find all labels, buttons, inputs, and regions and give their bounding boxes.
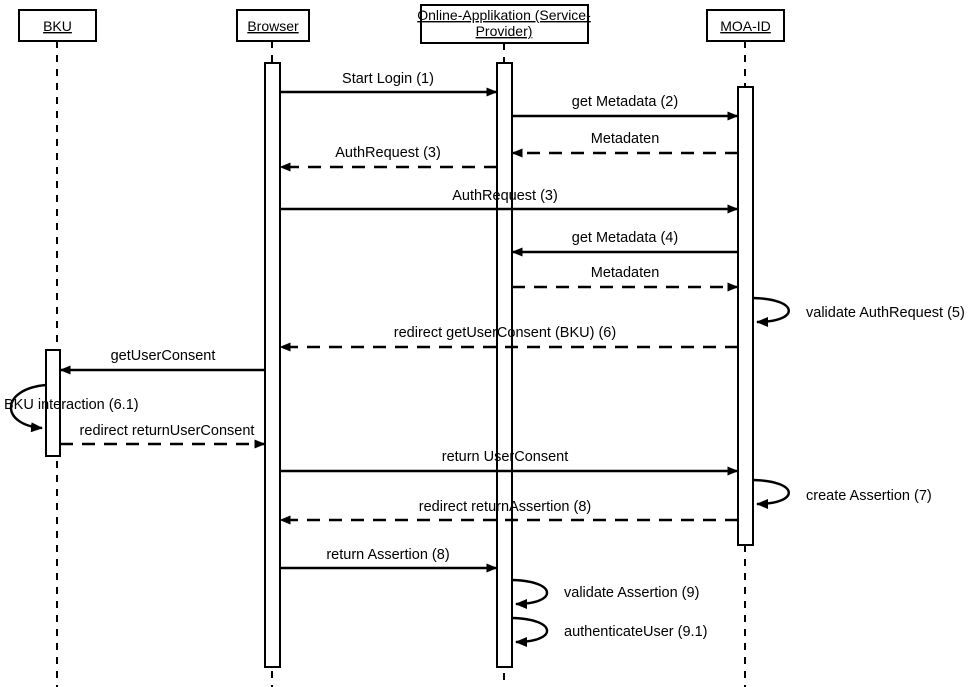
lifeline-label-browser: Browser	[247, 18, 299, 34]
lifeline-box-browser	[236, 9, 310, 42]
lifeline-header-bku[interactable]: BKU	[18, 9, 97, 42]
message-arrow-bku-interaction	[9, 383, 47, 433]
message-bku-interaction[interactable]: BKU interaction (6.1)	[4, 383, 139, 433]
activation-bar-browser	[264, 62, 281, 668]
lifeline-label-bku: BKU	[43, 18, 72, 34]
message-label-start-login: Start Login (1)	[342, 71, 434, 87]
message-start-login[interactable]: Start Login (1)	[280, 71, 498, 97]
message-authenticate-user[interactable]: authenticateUser (9.1)	[511, 616, 707, 647]
message-label-metadaten-1: Metadaten	[591, 131, 660, 147]
lifeline-label-sp-line1: Online-Applikation (Service-	[417, 7, 591, 23]
message-validate-authrequest[interactable]: validate AuthRequest (5)	[752, 296, 965, 327]
message-label-authrequest-3b: AuthRequest (3)	[452, 188, 558, 204]
message-redirect-returnuserconsent[interactable]: redirect returnUserConsent	[60, 423, 266, 449]
message-authrequest-3a[interactable]: AuthRequest (3)	[279, 145, 497, 172]
message-label-redirect-getuserconsent: redirect getUserConsent (BKU) (6)	[394, 325, 616, 341]
message-getuserconsent[interactable]: getUserConsent	[59, 348, 265, 375]
lifeline-box-sp	[420, 4, 589, 44]
message-label-getuserconsent: getUserConsent	[111, 348, 216, 364]
activation-bar-moaid	[737, 86, 754, 546]
message-return-userconsent[interactable]: return UserConsent	[280, 449, 739, 476]
lifeline-label-sp-line2: Provider)	[476, 23, 533, 39]
message-label-get-metadata-2: get Metadata (2)	[572, 94, 678, 110]
lifeline-header-browser[interactable]: Browser	[236, 9, 310, 42]
message-label-validate-assertion: validate Assertion (9)	[564, 585, 699, 601]
message-redirect-getuserconsent[interactable]: redirect getUserConsent (BKU) (6)	[279, 325, 738, 352]
message-validate-assertion[interactable]: validate Assertion (9)	[511, 578, 699, 609]
lifeline-box-moaid	[706, 9, 785, 42]
message-arrow-validate-assertion	[511, 578, 549, 609]
message-get-metadata-2[interactable]: get Metadata (2)	[512, 94, 739, 121]
message-label-redirect-returnassertion: redirect returnAssertion (8)	[419, 499, 591, 515]
message-authrequest-3b[interactable]: AuthRequest (3)	[280, 188, 739, 214]
lifeline-header-moaid[interactable]: MOA-ID	[706, 9, 785, 42]
message-label-validate-authrequest: validate AuthRequest (5)	[806, 305, 965, 321]
message-label-create-assertion: create Assertion (7)	[806, 488, 932, 504]
message-label-redirect-returnuserconsent: redirect returnUserConsent	[80, 423, 255, 439]
message-return-assertion[interactable]: return Assertion (8)	[280, 547, 498, 573]
message-metadaten-1[interactable]: Metadaten	[511, 131, 738, 158]
activation-bar-sp	[496, 62, 513, 668]
message-metadaten-2[interactable]: Metadaten	[512, 265, 739, 292]
message-label-return-userconsent: return UserConsent	[442, 449, 569, 465]
message-label-authenticate-user: authenticateUser (9.1)	[564, 624, 707, 640]
message-label-bku-interaction: BKU interaction (6.1)	[4, 397, 139, 413]
message-create-assertion[interactable]: create Assertion (7)	[752, 478, 932, 509]
message-label-authrequest-3a: AuthRequest (3)	[335, 145, 441, 161]
message-redirect-returnassertion[interactable]: redirect returnAssertion (8)	[279, 499, 738, 525]
message-label-return-assertion: return Assertion (8)	[326, 547, 449, 563]
message-arrow-create-assertion	[752, 478, 790, 509]
message-arrow-validate-authrequest	[752, 296, 790, 327]
message-arrow-authenticate-user	[511, 616, 549, 647]
message-label-metadaten-2: Metadaten	[591, 265, 660, 281]
lifeline-header-sp[interactable]: Online-Applikation (Service- Provider)	[417, 4, 591, 44]
message-get-metadata-4[interactable]: get Metadata (4)	[511, 230, 738, 257]
lifeline-label-moaid: MOA-ID	[720, 18, 771, 34]
message-label-get-metadata-4: get Metadata (4)	[572, 230, 678, 246]
activation-bar-bku	[45, 349, 61, 457]
